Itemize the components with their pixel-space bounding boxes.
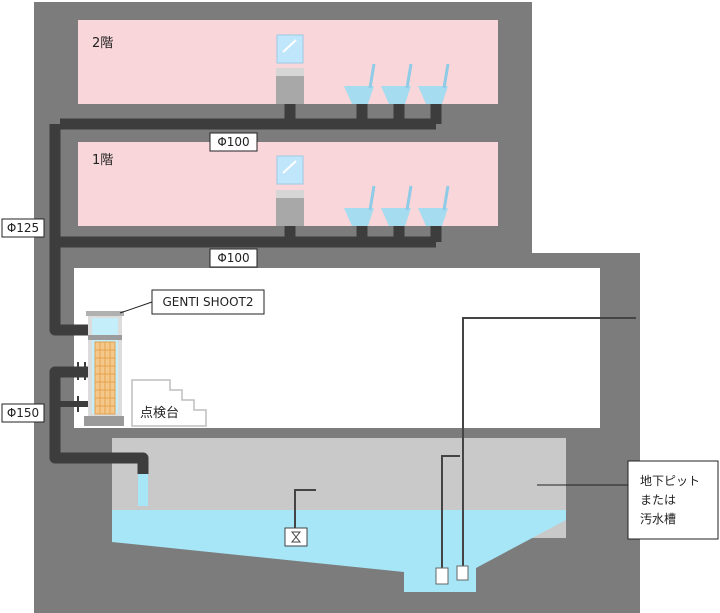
svg-text:または: または (640, 493, 676, 507)
svg-text:Φ150: Φ150 (7, 406, 39, 420)
mirror-icon (276, 34, 304, 64)
inspection-stand-label: 点検台 (140, 406, 179, 421)
svg-text:Φ100: Φ100 (217, 135, 249, 149)
pipe-label-outlet: Φ150 (1, 403, 45, 423)
pipe-label-floor1: Φ100 (209, 248, 258, 268)
svg-text:Φ125: Φ125 (7, 221, 39, 235)
pump-sensor-left (435, 567, 449, 585)
pipe-label-floor2: Φ100 (209, 132, 258, 152)
svg-text:汚水槽: 汚水槽 (640, 512, 676, 526)
float-switch-cable (294, 489, 316, 528)
toilet-icon (418, 86, 448, 104)
svg-text:GENTI SHOOT2: GENTI SHOOT2 (162, 295, 253, 309)
toilet-icon (418, 208, 448, 226)
floor-2-label: 2階 (92, 36, 113, 51)
pit-label: 地下ピット または 汚水槽 (627, 460, 719, 540)
inspection-stand (131, 379, 207, 427)
mirror-icon (276, 155, 304, 185)
svg-text:Φ100: Φ100 (217, 251, 249, 265)
pit-water (112, 510, 566, 592)
device-leader-line (119, 301, 153, 314)
pump-cable-right (462, 317, 636, 566)
toilet-icon (381, 208, 411, 226)
svg-text:地下ピット: 地下ピット (640, 474, 700, 488)
pump-cable-left (441, 455, 460, 568)
device-label: GENTI SHOOT2 (151, 289, 265, 315)
outflow-stream (138, 474, 148, 506)
pipe-label-riser: Φ125 (1, 218, 45, 238)
pump-sensor-right (456, 565, 469, 581)
floor-1-label: 1階 (92, 153, 113, 168)
floor-2-fixtures (276, 34, 450, 104)
drain-pipes (49, 90, 442, 474)
toilet-icon (344, 208, 374, 226)
hourglass-icon (290, 531, 302, 543)
toilet-icon (344, 86, 374, 104)
floor-1-fixtures (276, 155, 450, 226)
genti-shoot-device (84, 311, 124, 426)
toilet-icon (381, 86, 411, 104)
